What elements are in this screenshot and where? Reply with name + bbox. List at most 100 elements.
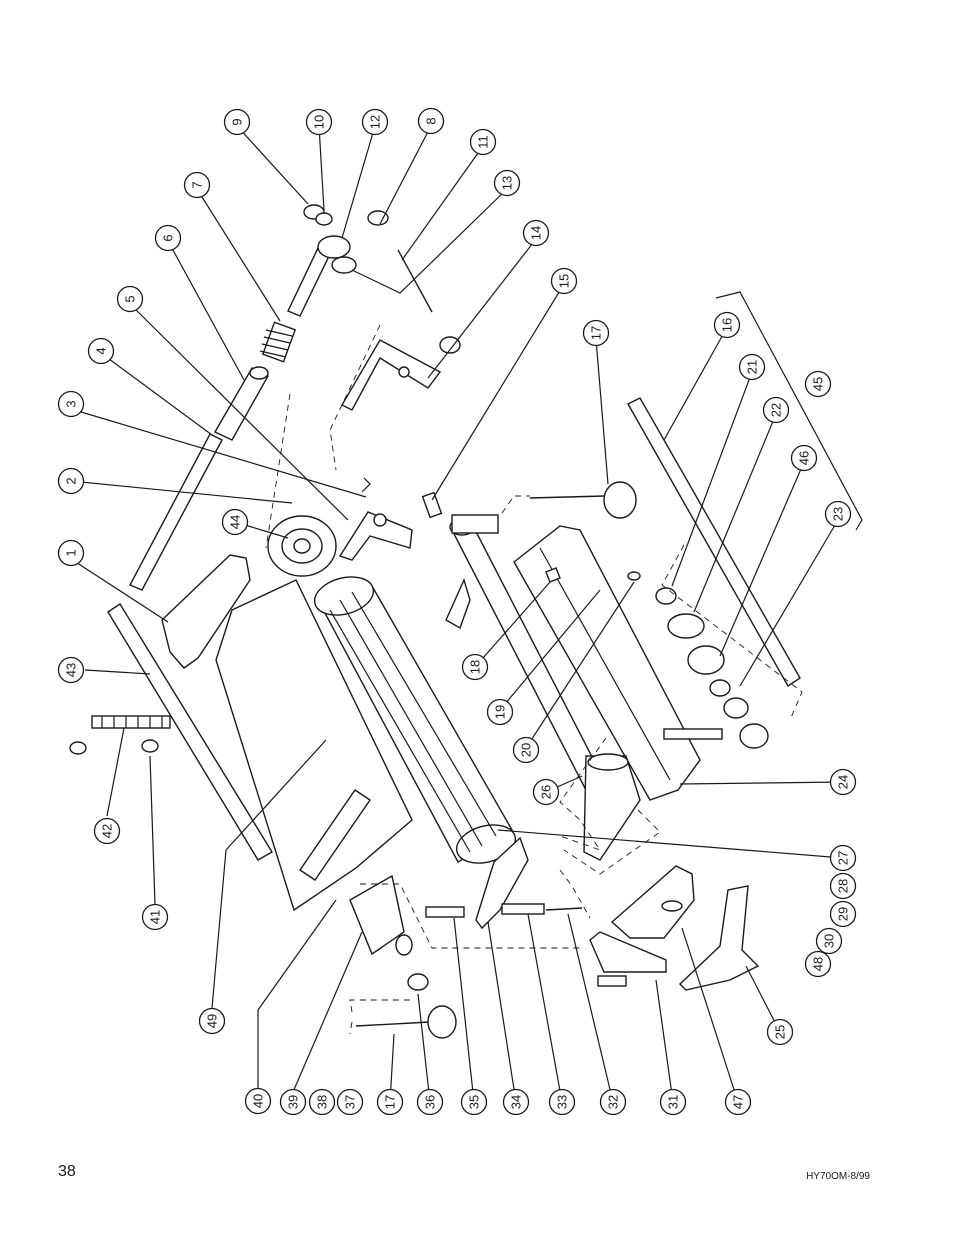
assembly-bracket-45 <box>715 291 863 531</box>
rod-part <box>129 433 223 591</box>
svg-text:40: 40 <box>251 1094 266 1108</box>
callout-31: 31 <box>659 1088 687 1116</box>
callout-15: 15 <box>550 267 578 295</box>
svg-text:14: 14 <box>529 226 544 240</box>
page-number: 38 <box>58 1163 76 1180</box>
callout-18: 18 <box>461 653 489 681</box>
svg-text:46: 46 <box>797 451 812 465</box>
callout-36: 36 <box>416 1088 444 1116</box>
roller-part <box>349 874 405 956</box>
svg-text:39: 39 <box>286 1095 301 1109</box>
svg-text:2: 2 <box>64 477 79 484</box>
svg-text:19: 19 <box>493 705 508 719</box>
rod-16-part <box>627 397 801 687</box>
svg-text:24: 24 <box>836 775 851 789</box>
svg-text:7: 7 <box>190 181 205 188</box>
svg-text:18: 18 <box>468 660 483 674</box>
callout-13: 13 <box>493 169 521 197</box>
svg-text:21: 21 <box>745 360 760 374</box>
bedknife-bar-part <box>513 525 701 801</box>
callout-5: 5 <box>116 285 144 313</box>
callout-25: 25 <box>766 1018 794 1046</box>
callout-17-bottom: 17 <box>376 1088 404 1116</box>
callout-37: 37 <box>336 1088 364 1116</box>
svg-text:35: 35 <box>467 1095 482 1109</box>
callout-40: 40 <box>244 1087 272 1115</box>
svg-text:25: 25 <box>773 1025 788 1039</box>
callout-29: 29 <box>829 900 857 928</box>
svg-text:17: 17 <box>383 1095 398 1109</box>
callout-49: 49 <box>198 1007 226 1035</box>
callout-1: 1 <box>57 539 85 567</box>
callout-2: 2 <box>57 467 85 495</box>
document-code: HY70OM-8/99 <box>806 1171 870 1182</box>
callout-39: 39 <box>279 1088 307 1116</box>
callout-9: 9 <box>223 108 251 136</box>
callout-42: 42 <box>93 817 121 845</box>
callouts: 1 2 3 4 5 6 7 8 9 10 11 12 13 14 15 16 1… <box>57 107 857 1116</box>
callout-46: 46 <box>790 444 818 472</box>
callout-27: 27 <box>829 844 857 872</box>
bar-part <box>107 603 273 861</box>
svg-text:11: 11 <box>476 135 491 149</box>
svg-text:12: 12 <box>368 115 383 129</box>
reel-part <box>313 576 517 864</box>
svg-text:22: 22 <box>769 403 784 417</box>
callout-4: 4 <box>87 337 115 365</box>
callout-11: 11 <box>469 128 497 156</box>
callout-33: 33 <box>548 1088 576 1116</box>
callout-10: 10 <box>305 108 333 136</box>
svg-text:29: 29 <box>836 907 851 921</box>
callout-41: 41 <box>141 903 169 931</box>
side-plate-part <box>161 554 251 669</box>
shaft-part <box>287 247 331 317</box>
svg-text:28: 28 <box>836 879 851 893</box>
svg-text:37: 37 <box>343 1095 358 1109</box>
callout-28: 28 <box>829 872 857 900</box>
svg-text:36: 36 <box>423 1095 438 1109</box>
bracket-part <box>341 339 442 411</box>
svg-text:43: 43 <box>64 663 79 677</box>
callout-12: 12 <box>361 108 389 136</box>
callout-26: 26 <box>532 778 560 806</box>
callout-34: 34 <box>502 1088 530 1116</box>
callout-14: 14 <box>522 219 550 247</box>
svg-text:32: 32 <box>606 1095 621 1109</box>
svg-text:45: 45 <box>811 377 826 391</box>
callout-43: 43 <box>57 656 85 684</box>
svg-text:6: 6 <box>161 234 176 241</box>
callout-23: 23 <box>824 500 852 528</box>
callout-35: 35 <box>460 1088 488 1116</box>
bed-plate-part <box>215 579 413 912</box>
svg-text:8: 8 <box>424 117 439 124</box>
callout-30: 30 <box>815 927 843 955</box>
svg-text:4: 4 <box>94 347 109 354</box>
svg-text:17: 17 <box>589 326 604 340</box>
callout-44: 44 <box>221 508 249 536</box>
callout-16: 16 <box>713 311 741 339</box>
svg-text:47: 47 <box>731 1095 746 1109</box>
svg-text:27: 27 <box>836 851 851 865</box>
svg-text:49: 49 <box>205 1014 220 1028</box>
callout-38: 38 <box>308 1088 336 1116</box>
callout-24: 24 <box>829 768 857 796</box>
plate-part <box>610 865 695 939</box>
parts-drawing <box>69 204 801 1039</box>
callout-6: 6 <box>154 224 182 252</box>
callout-19: 19 <box>486 698 514 726</box>
svg-text:48: 48 <box>811 957 826 971</box>
svg-text:23: 23 <box>831 507 846 521</box>
callout-17-top: 17 <box>582 319 610 347</box>
leader-lines <box>70 125 844 1103</box>
svg-text:16: 16 <box>720 318 735 332</box>
svg-text:3: 3 <box>64 400 79 407</box>
svg-text:33: 33 <box>555 1095 570 1109</box>
callout-7: 7 <box>183 171 211 199</box>
svg-text:10: 10 <box>312 115 327 129</box>
callout-47: 47 <box>724 1088 752 1116</box>
svg-text:26: 26 <box>539 785 554 799</box>
callout-48: 48 <box>804 950 832 978</box>
svg-text:44: 44 <box>228 515 243 529</box>
callout-20: 20 <box>512 736 540 764</box>
